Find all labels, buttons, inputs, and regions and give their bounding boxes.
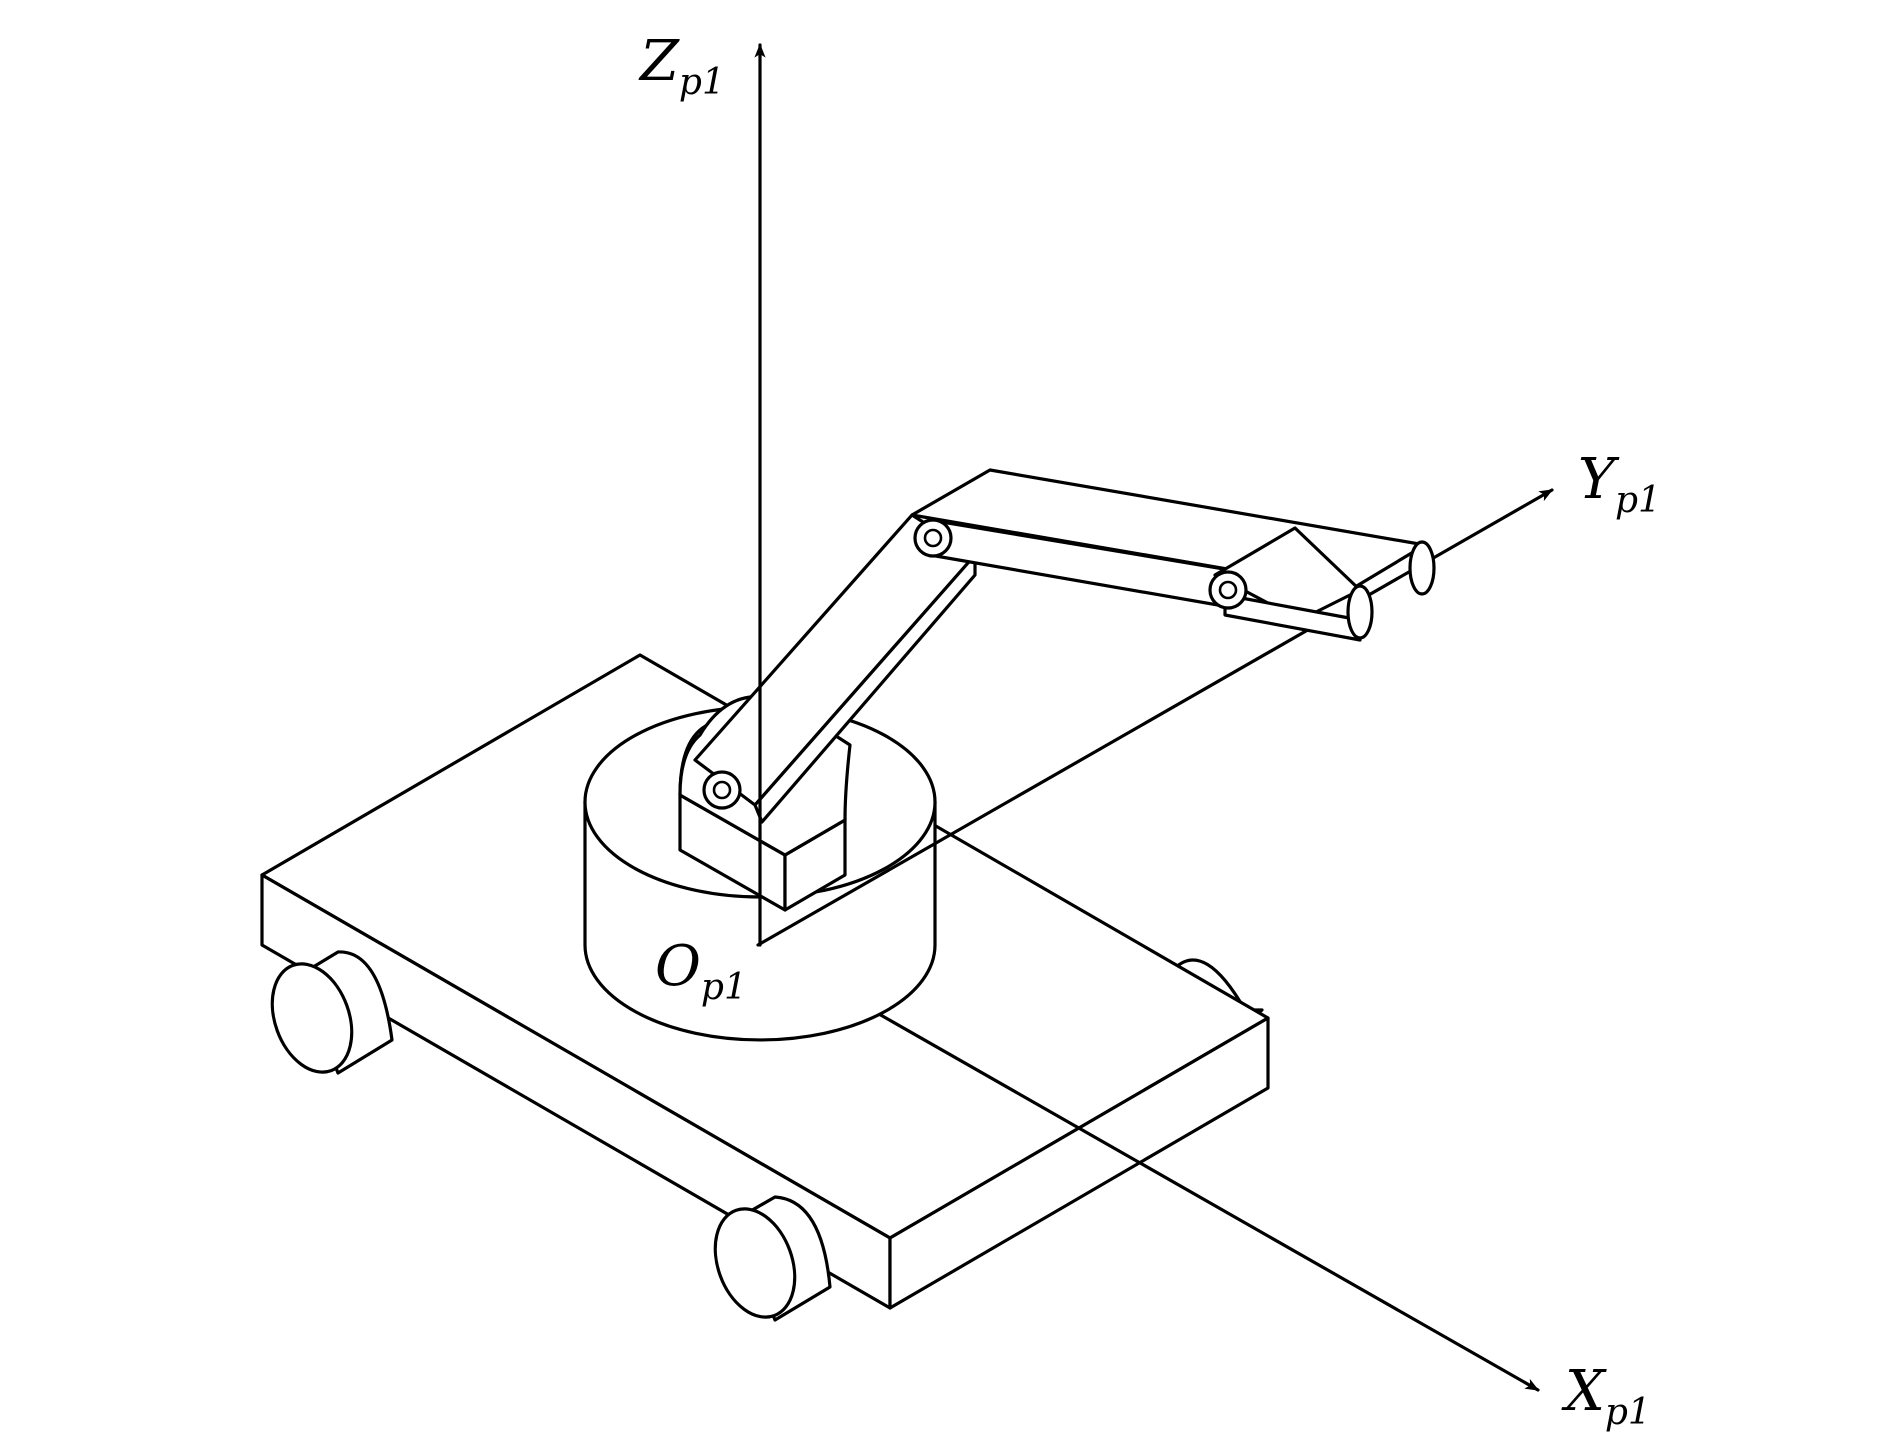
wheel-front-left — [270, 950, 394, 1075]
wheel-front-center — [713, 1195, 832, 1322]
z-axis-label: Zp1 — [638, 29, 725, 103]
origin-label: Op1 — [655, 934, 747, 1008]
y-axis-label: Yp1 — [1578, 447, 1661, 521]
gripper — [1208, 526, 1374, 642]
x-axis-label: Xp1 — [1561, 1359, 1651, 1433]
x-axis-line — [756, 943, 1540, 1392]
